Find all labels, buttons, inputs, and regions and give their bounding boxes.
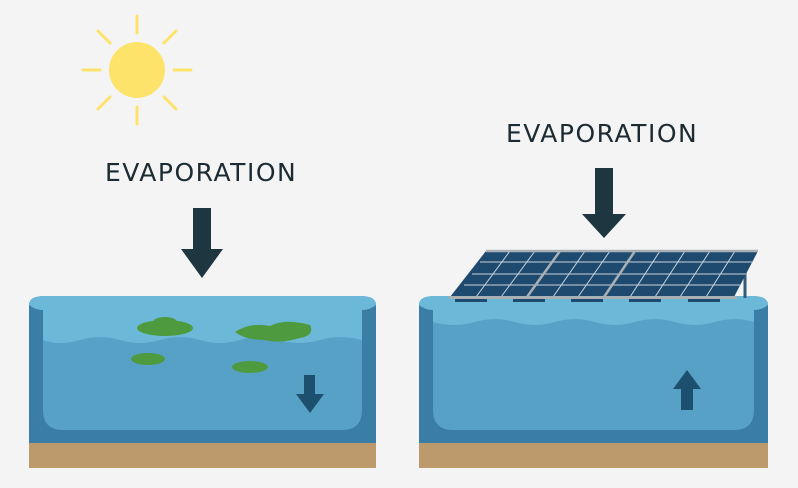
right-reservoir [419,296,768,468]
algae-patches [131,317,312,373]
ground-left [29,443,376,468]
ground-right [419,443,768,468]
sun-icon [81,14,193,126]
water-level-down-arrow-icon [296,375,324,413]
evaporation-arrow-icon-right [582,168,626,238]
left-reservoir [29,296,376,468]
solar-panel-array [449,249,758,302]
water-level-up-arrow-icon [673,370,701,410]
left-evaporation-label: EVAPORATION [105,158,298,187]
evaporation-arrow-icon-left [181,208,223,278]
right-evaporation-label: EVAPORATION [506,119,699,148]
